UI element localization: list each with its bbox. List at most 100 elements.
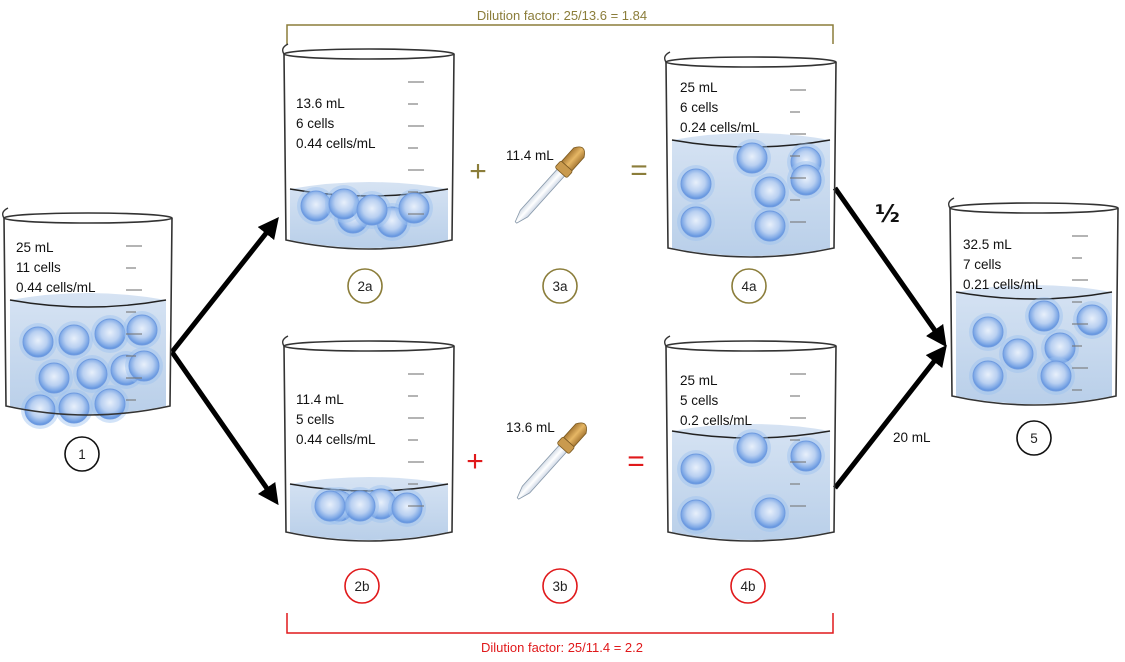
cell [356, 194, 388, 226]
cell [680, 453, 712, 485]
beaker-rim [3, 212, 173, 224]
beaker-spout [663, 335, 671, 347]
beaker-1-line-1: 11 cells [16, 260, 61, 275]
top-dilution-bracket: Dilution factor: 25/13.6 = 1.84 [286, 8, 834, 44]
step-label-text: 5 [1030, 431, 1038, 446]
water-surface [289, 483, 449, 492]
top-dilution-factor-label: Dilution factor: 25/13.6 = 1.84 [477, 8, 647, 23]
cell [754, 176, 786, 208]
beaker-rim [283, 340, 455, 352]
cell [1040, 360, 1072, 392]
beaker-glass [283, 345, 455, 542]
cell [76, 358, 108, 390]
cell [391, 492, 423, 524]
beaker-4a-line-1: 6 cells [680, 100, 719, 115]
step-label-2b: 2b [344, 568, 380, 604]
beaker-1-line-0: 25 mL [16, 240, 54, 255]
beaker-glass [665, 61, 837, 258]
beaker-spout [281, 335, 289, 347]
cell [344, 490, 376, 522]
cell [754, 210, 786, 242]
dropper-3a: 11.4 mL [506, 146, 585, 224]
beaker-2b-line-2: 0.44 cells/mL [296, 432, 376, 447]
step-label-text: 3a [552, 279, 568, 294]
arrow-1-to-2b [169, 350, 279, 506]
dropper-3a-volume: 11.4 mL [506, 148, 554, 163]
cell [58, 324, 90, 356]
beaker-4b-line-1: 5 cells [680, 393, 719, 408]
twenty-ml-arrow-label: 20 mL [893, 430, 931, 445]
beaker-1-line-2: 0.44 cells/mL [16, 280, 96, 295]
bottom-dilution-bracket: Dilution factor: 25/11.4 = 2.2 [286, 613, 834, 655]
half-arrow-label: ½ [875, 200, 900, 228]
step-label-3b: 3b [542, 568, 578, 604]
beaker-4b-line-2: 0.2 cells/mL [680, 413, 753, 428]
cell [94, 318, 126, 350]
cell [972, 316, 1004, 348]
bottom-equals-sign: = [627, 445, 645, 478]
cell [38, 362, 70, 394]
cell [972, 360, 1004, 392]
beaker-5-line-2: 0.21 cells/mL [963, 277, 1043, 292]
cell [128, 350, 160, 382]
beakers: 25 mL 11 cells 0.44 cells/mL 13.6 mL 6 cells… [1, 43, 1119, 542]
step-label-text: 4b [740, 579, 755, 594]
cell [398, 192, 430, 224]
beaker-2a-line-0: 13.6 mL [296, 96, 345, 111]
cell [680, 206, 712, 238]
cell [58, 392, 90, 424]
step-label-2a: 2a [347, 268, 383, 304]
beaker-2a: 13.6 mL 6 cells 0.44 cells/mL [281, 43, 455, 250]
dropper-3b-volume: 13.6 mL [506, 420, 555, 435]
top-equals-sign: = [630, 154, 648, 187]
beaker-rim [665, 340, 837, 352]
arrow-1-to-2a [170, 217, 279, 354]
dropper-3b-icon [516, 422, 587, 500]
beaker-5: 32.5 mL 7 cells 0.21 cells/mL [947, 197, 1119, 406]
flow-arrows: ½ 20 mL [169, 186, 947, 506]
top-plus-sign: + [469, 155, 487, 188]
beaker-2b-line-1: 5 cells [296, 412, 335, 427]
beaker-rim [949, 202, 1119, 214]
cell [94, 388, 126, 420]
cell [22, 326, 54, 358]
dropper-3b: 13.6 mL [506, 420, 587, 500]
water-surface [955, 291, 1113, 300]
step-label-1: 1 [64, 436, 100, 472]
step-label-text: 1 [78, 447, 86, 462]
beaker-2a-line-2: 0.44 cells/mL [296, 136, 376, 151]
beaker-spout [281, 43, 289, 55]
beaker-glass [949, 207, 1119, 406]
beaker-1: 25 mL 11 cells 0.44 cells/mL [1, 207, 173, 429]
cell [790, 164, 822, 196]
beaker-5-line-0: 32.5 mL [963, 237, 1012, 252]
beaker-5-line-1: 7 cells [963, 257, 1002, 272]
step-label-text: 2a [357, 279, 373, 294]
cell [314, 490, 346, 522]
step-label-text: 2b [354, 579, 369, 594]
beaker-2a-line-1: 6 cells [296, 116, 335, 131]
arrow-4b-to-5 [833, 345, 947, 490]
step-label-5: 5 [1016, 420, 1052, 456]
beaker-rim [283, 48, 455, 60]
arrow-4a-to-5 [832, 186, 947, 348]
beaker-spout [1, 207, 9, 219]
beaker-4a-line-2: 0.24 cells/mL [680, 120, 760, 135]
step-label-4a: 4a [731, 268, 767, 304]
beaker-spout [663, 51, 671, 63]
cell [736, 432, 768, 464]
cell [1002, 338, 1034, 370]
step-labels: 1 2a 3a 4a 2b 3b 4b 5 [64, 268, 1052, 604]
step-label-4b: 4b [730, 568, 766, 604]
beaker-spout [947, 197, 955, 209]
cell [680, 168, 712, 200]
beaker-water [672, 424, 830, 540]
cell [754, 497, 786, 529]
cell [1076, 304, 1108, 336]
beaker-glass [283, 53, 455, 250]
beaker-rim [665, 56, 837, 68]
cell [790, 440, 822, 472]
